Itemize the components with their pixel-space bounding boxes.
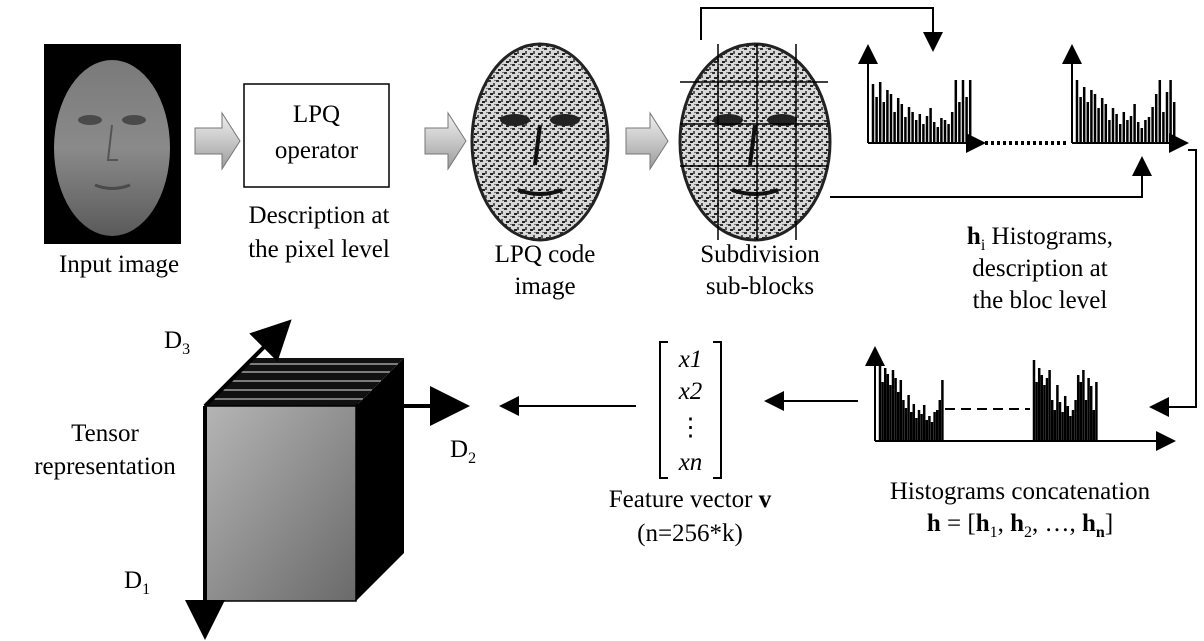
concatenated-histogram (865, 346, 1176, 451)
axis-d2-label: D2 (450, 436, 477, 467)
connector-to-first-histogram (700, 7, 943, 52)
connector-to-last-histogram (830, 156, 1152, 198)
input-face-image (44, 44, 181, 244)
tensor-cube (185, 319, 470, 640)
pixel-desc-line2: the pixel level (248, 236, 390, 263)
feature-vector-size: (n=256*k) (637, 520, 743, 547)
lpq-operator-line2: operator (274, 137, 359, 164)
hi-histograms-line2: description at (972, 255, 1108, 282)
concatenation-formula: h = [h1, h2, …, hn] (926, 510, 1114, 541)
subdivision-line1: Subdivision (700, 241, 820, 268)
vector-entry-1: x1 (678, 346, 703, 373)
connector-to-concatenation (1149, 149, 1197, 417)
input-image-label: Input image (58, 251, 180, 278)
axis-d3 (203, 319, 292, 408)
block-arrow-2 (424, 111, 467, 171)
vector-entry-ellipsis: ⋮ (678, 414, 703, 441)
lpq-code-line1: LPQ code (494, 241, 596, 268)
pixel-desc-line1: Description at (248, 202, 390, 229)
tensor-label-line2: representation (34, 453, 176, 480)
lpq-code-line2: image (514, 273, 576, 300)
lpq-code-face-image (470, 42, 610, 242)
axis-d1-label: D1 (124, 567, 151, 598)
feature-vector-brackets (659, 341, 722, 479)
tensor-label-line1: Tensor (71, 420, 139, 447)
block-histogram-first (858, 44, 986, 153)
feature-vector-label: Feature vector v (608, 486, 772, 513)
hi-histograms-line1: hi Histograms, (966, 223, 1114, 254)
axis-d3-label: D3 (164, 327, 191, 358)
vector-entry-n: xn (678, 449, 703, 476)
subdivision-line2: sub-blocks (705, 273, 815, 300)
block-histogram-last (1062, 44, 1189, 153)
block-arrow-3 (625, 111, 669, 171)
lpq-operator-line1: LPQ (292, 101, 341, 128)
concatenation-label: Histograms concatenation (889, 478, 1151, 505)
lpq-operator-box (243, 83, 390, 188)
hi-histograms-line3: the bloc level (972, 287, 1108, 314)
block-arrow-1 (194, 111, 241, 171)
subdivided-face-image (678, 42, 832, 242)
vector-entry-2: x2 (678, 378, 703, 405)
